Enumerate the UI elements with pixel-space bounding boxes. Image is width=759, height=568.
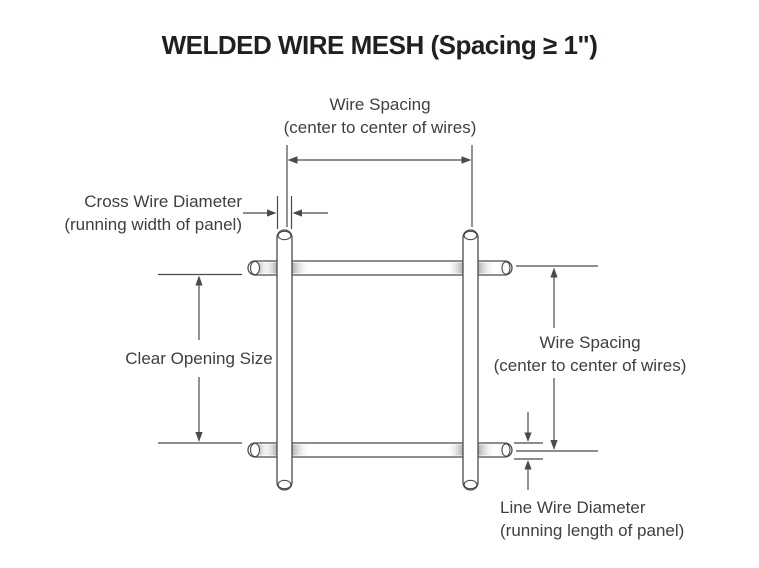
- clear-opening-dimension: [158, 273, 242, 444]
- cross-wire-diameter-label-line2: (running width of panel): [64, 215, 242, 234]
- clear-opening-size-label: Clear Opening Size: [115, 347, 283, 370]
- wire-spacing-top-dimension: [286, 145, 473, 227]
- line-wire-diameter-label-line2: (running length of panel): [500, 521, 685, 540]
- cross-wire-diameter-callout: [243, 196, 328, 229]
- diagram-title: WELDED WIRE MESH (Spacing ≥ 1"): [161, 30, 598, 60]
- line-wire-diameter-label: Line Wire Diameter (running length of pa…: [500, 496, 730, 542]
- wire-spacing-right-label-line1: Wire Spacing: [539, 333, 641, 352]
- wire-spacing-top-label-line2: (center to center of wires): [283, 118, 477, 137]
- right-cross-wire: [462, 229, 479, 491]
- top-line-wire: [247, 260, 513, 276]
- line-wire-diameter-callout: [514, 412, 543, 490]
- cross-wire-diameter-label: Cross Wire Diameter (running width of pa…: [40, 190, 242, 236]
- wire-spacing-right-label: Wire Spacing (center to center of wires): [490, 331, 690, 377]
- cross-wire-diameter-label-line1: Cross Wire Diameter: [84, 192, 242, 211]
- left-cross-wire: [276, 229, 293, 491]
- clear-opening-size-label-line1: Clear Opening Size: [125, 349, 273, 368]
- wire-spacing-top-label-line1: Wire Spacing: [329, 95, 431, 114]
- wire-spacing-top-label: Wire Spacing (center to center of wires): [255, 93, 505, 139]
- wire-spacing-right-label-line2: (center to center of wires): [493, 356, 687, 375]
- line-wire-diameter-label-line1: Line Wire Diameter: [500, 498, 646, 517]
- bottom-line-wire: [247, 442, 513, 458]
- wire-spacing-right-dimension: [516, 265, 598, 452]
